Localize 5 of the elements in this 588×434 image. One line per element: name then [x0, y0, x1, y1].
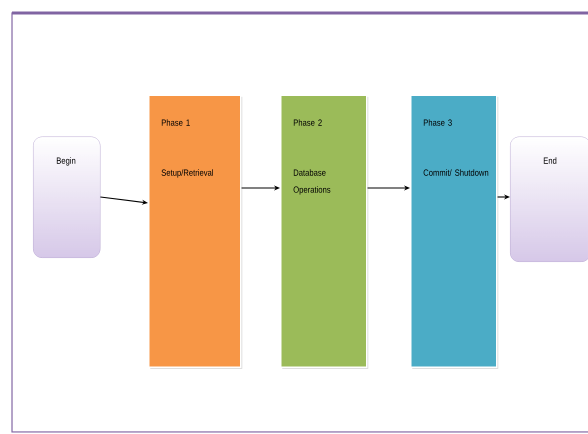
phase-box: Phase 3 Commit/ Shutdown [410, 94, 498, 369]
terminal-box: Begin [33, 136, 100, 258]
terminal-box: End [510, 136, 588, 262]
phase-box: Phase 2 Database Operations [280, 94, 368, 369]
phase-box: Phase 1 Setup/Retrieval [148, 94, 242, 369]
